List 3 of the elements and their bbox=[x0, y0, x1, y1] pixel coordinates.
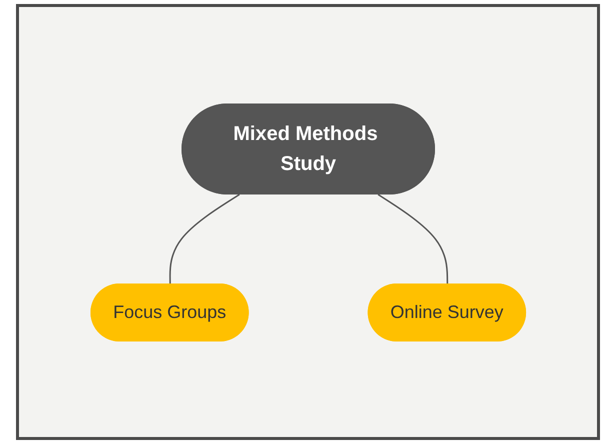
slide-background: Mixed Methods Study Focus Groups Online Survey bbox=[16, 4, 600, 440]
connector bbox=[377, 193, 448, 284]
connector bbox=[169, 193, 240, 284]
